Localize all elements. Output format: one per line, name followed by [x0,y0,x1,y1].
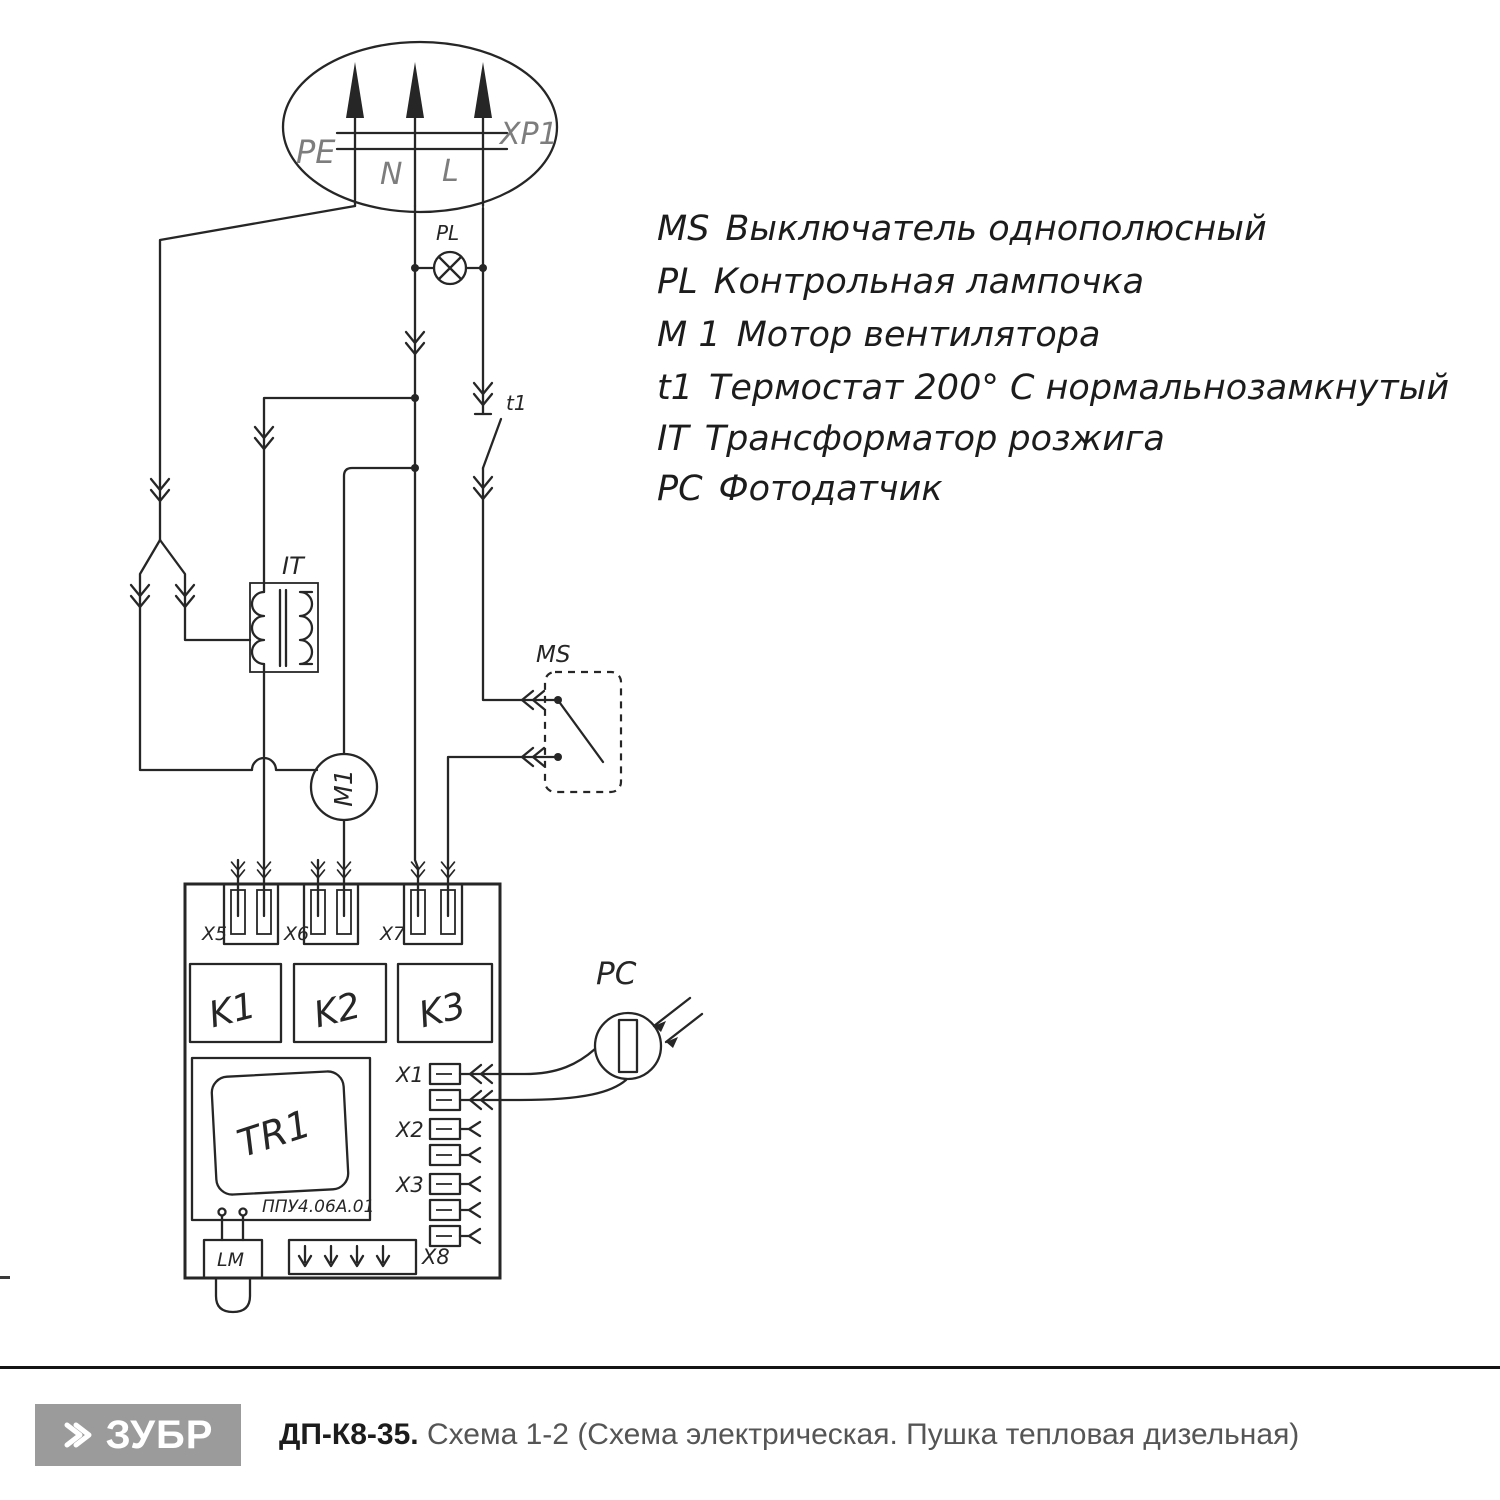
brand-logo-text: ЗУБР [105,1412,214,1457]
tr1-block: TR1 ППУ4.06А.01 [190,1056,374,1222]
connector-x7-label: X7 [379,923,405,945]
wire-ms-to-x7 [446,755,556,918]
plug-bar [335,131,509,151]
connector-x8-label: X8 [421,1245,450,1269]
photo-sensor-pc: PC [458,956,704,1102]
motor-circle [309,752,379,822]
connector-x3: X3 [395,1172,482,1248]
control-lamp-pl: PL [432,221,468,286]
caption-text: Схема 1-2 (Схема электрическая. Пушка те… [426,1417,1300,1451]
relay-k1: K1 [188,962,283,1044]
pin-label-n: N [380,157,402,192]
lamp-circle [432,250,468,286]
motor-label: M1 [329,769,358,806]
connector-x3-label: X3 [395,1173,424,1197]
connector-x1: X1 [395,1062,462,1112]
relay-k1-label: K1 [205,985,260,1036]
wires [129,204,556,1111]
connector-x5: X5 [201,882,280,946]
sensor-slot [617,1018,639,1074]
switch-arm [558,701,605,764]
scan-mark [0,1276,10,1279]
wire-pc-2 [458,1078,628,1102]
wire-l-to-ms [481,466,556,702]
x8-arrows [297,1244,391,1268]
relay-k3-label: K3 [415,985,470,1036]
thermostat-t1: t1 [473,391,527,470]
brand-logo-icon [64,1422,92,1447]
relay-k2: K2 [292,962,388,1044]
wire-pe [158,204,357,542]
footer: ЗУБР ДП-К8-35. Схема 1-2 (Схема электрич… [0,1366,1500,1500]
thermostat-contact [473,412,503,470]
switch-label: MS [536,642,570,668]
transformer-secondary-winding [298,590,314,666]
wire-pc-1 [458,1047,597,1076]
wire-n [413,204,420,918]
thermostat-label: t1 [506,391,527,415]
switch-ms: MS [536,642,623,794]
light-arrows [652,996,704,1048]
lamp-cross [437,255,463,281]
connector-x2: X2 [395,1117,482,1167]
transformer-primary-winding [250,590,266,666]
brand-logo: ЗУБР [35,1403,241,1466]
relay-k2-label: K2 [310,985,365,1036]
pin-label-pe: PE [296,133,336,171]
plug-pin-arrows [346,62,492,208]
tr1-label: TR1 [232,1101,316,1166]
junction-dots [411,264,487,472]
ignition-transformer-it: IT [249,552,319,673]
fan-motor-m1: M1 [309,752,379,822]
schematic-drawing: PE N L XP1 [129,40,1449,1314]
connector-x7: X7 [379,882,464,946]
switch-box [543,670,623,794]
plug-xp1: PE N L XP1 [281,40,559,214]
pin-label-l: L [442,154,459,189]
wire-pe-branch-motor [138,538,319,772]
lm-bulb [214,1276,252,1314]
connector-x2-label: X2 [395,1118,424,1142]
model-number: ДП-К8-35. [279,1417,419,1451]
sensor-label: PC [596,956,637,992]
pcb-code: ППУ4.06А.01 [262,1197,374,1217]
plug-outline [281,40,559,214]
connector-x6: X6 [283,882,360,946]
wire-n-to-it [262,396,417,594]
lm-label: LM [217,1249,244,1271]
connector-x6-label: X6 [283,923,309,945]
connector-x1-label: X1 [395,1063,424,1087]
transformer-box [249,582,319,673]
lm-block: LM [202,1207,264,1314]
footer-caption: ДП-К8-35. Схема 1-2 (Схема электрическая… [279,1418,1299,1452]
transformer-core [278,588,288,668]
connector-x8: X8 [287,1238,450,1276]
transformer-label: IT [282,552,306,580]
sensor-circle [593,1011,663,1081]
wire-motor-top [342,466,417,756]
wire-pe-branch-it [158,538,252,642]
relay-k3: K3 [396,962,494,1044]
control-board: X5 X6 X7 K1 K2 K3 [183,882,502,1314]
lamp-label: PL [436,221,459,245]
plug-label: XP1 [498,117,558,152]
connector-x5-label: X5 [201,923,227,945]
